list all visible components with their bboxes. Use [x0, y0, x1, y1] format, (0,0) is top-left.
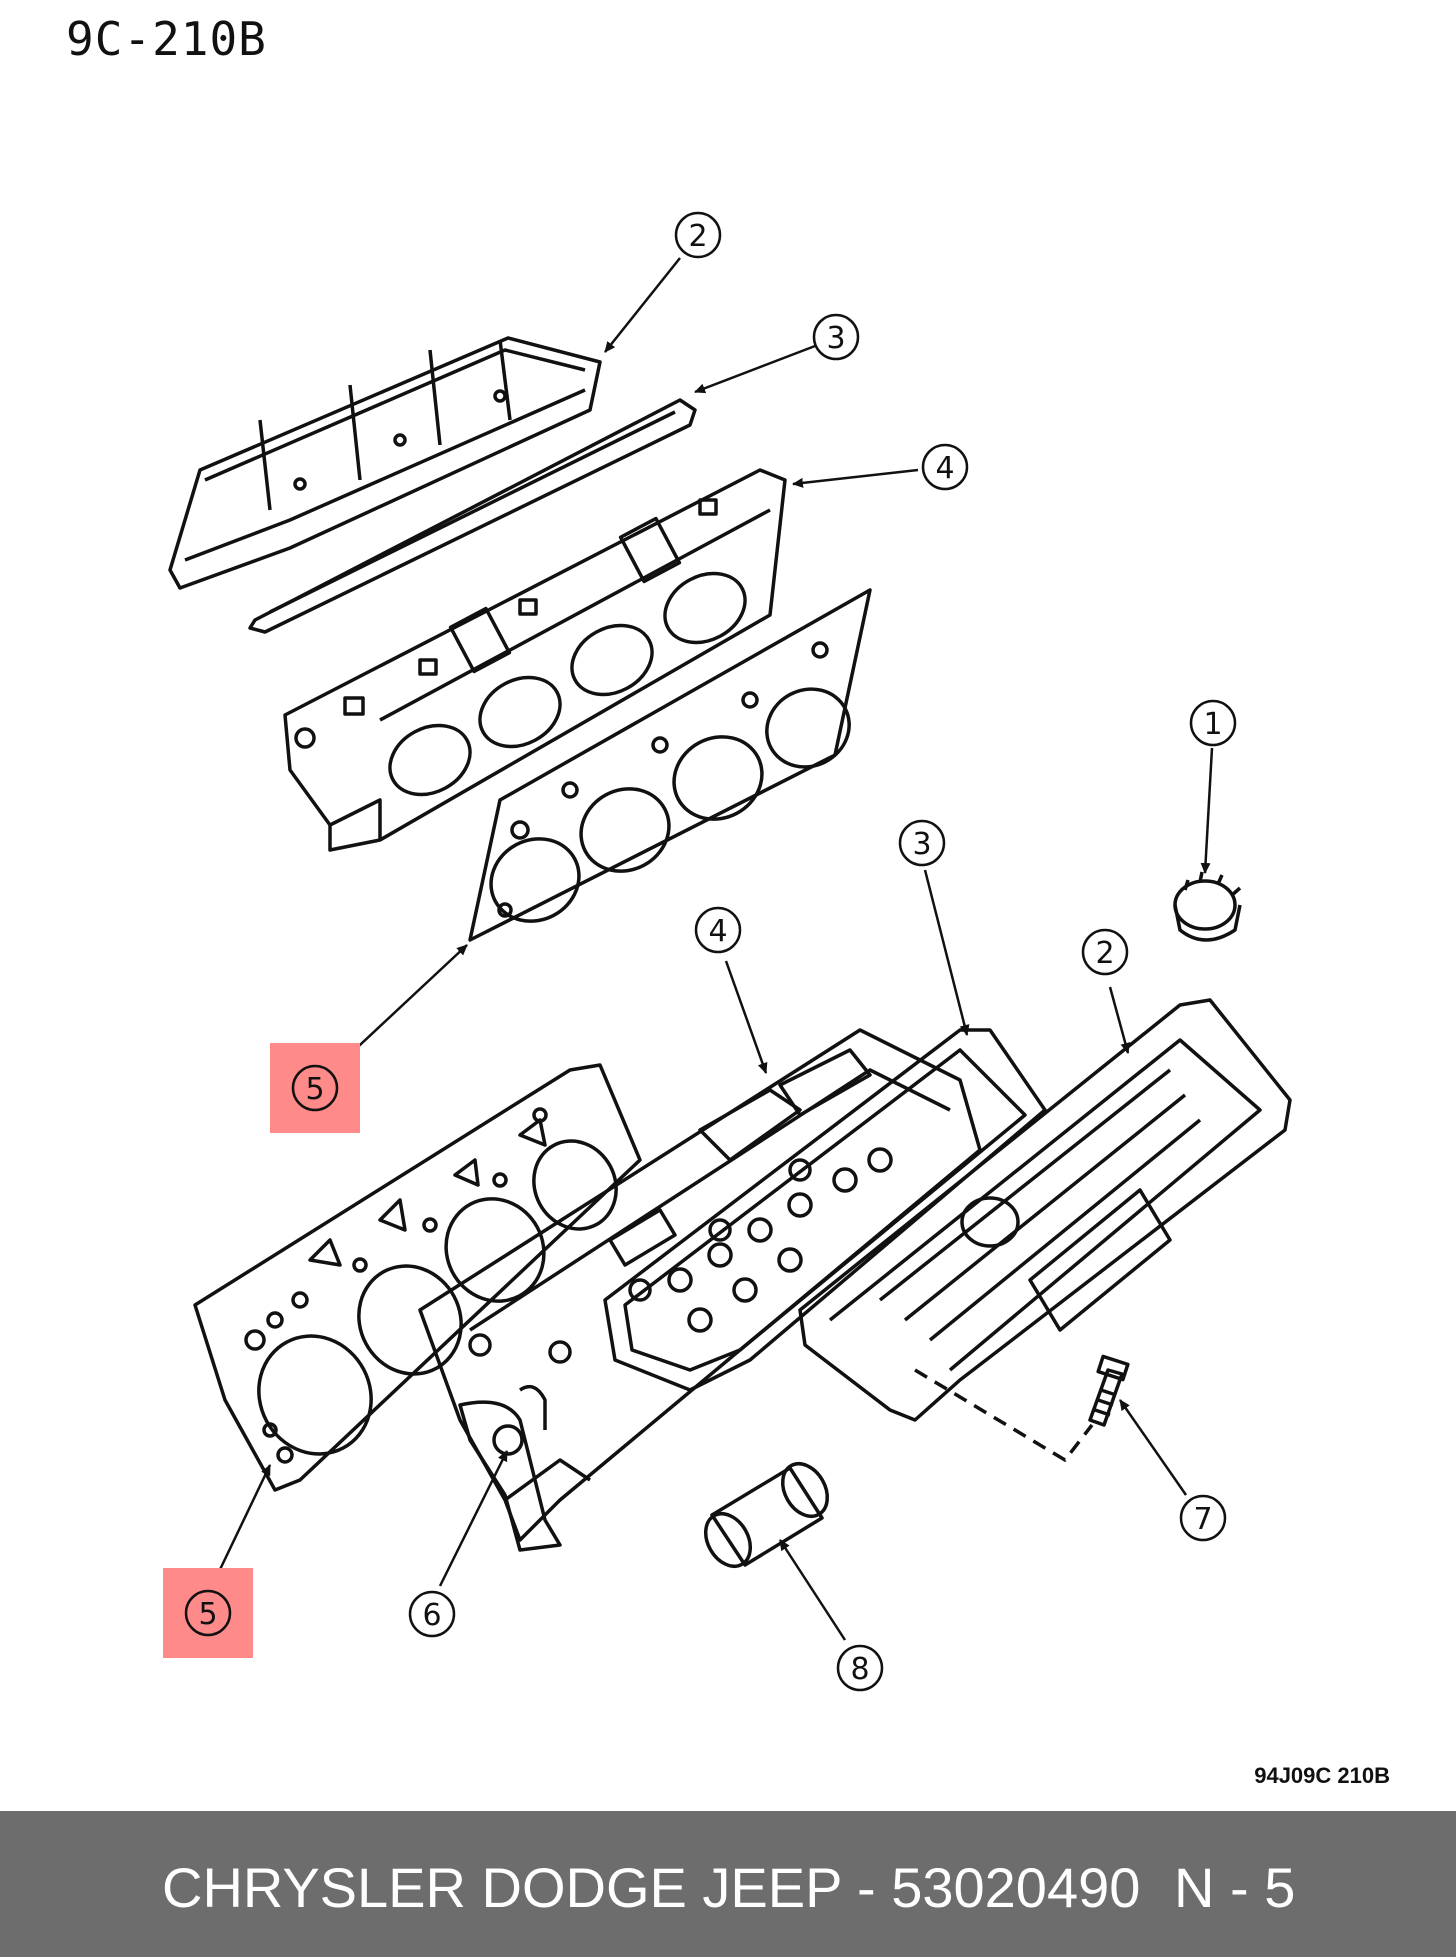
callout-3-bottom: 3 — [898, 819, 946, 867]
head-gasket-upper — [468, 588, 872, 942]
callout-circle — [812, 313, 860, 361]
callout-4-top: 4 — [921, 443, 969, 491]
head-gasket-lower — [193, 1063, 642, 1492]
callout-6: 6 — [408, 1590, 456, 1638]
cylinder-head-upper — [283, 468, 787, 852]
callout-circle — [1081, 928, 1129, 976]
callout-5-upper: 5 — [270, 1043, 360, 1133]
callout-circle — [1179, 1494, 1227, 1542]
diagram-code: 9C-210B — [66, 12, 267, 66]
valve-cover-upper — [168, 336, 602, 590]
callout-circle — [291, 1064, 339, 1112]
exploded-parts-diagram: 1 2 3 4 5 4 3 2 5 6 7 8 — [163, 211, 1292, 1692]
bracket — [458, 1400, 562, 1552]
callout-number: 4 — [708, 914, 727, 949]
callout-layer: 1 2 3 4 5 4 3 2 5 6 7 8 — [163, 211, 1237, 1692]
callout-7: 7 — [1179, 1494, 1227, 1542]
callout-number: 2 — [688, 219, 707, 254]
callout-2-bottom: 2 — [1081, 928, 1129, 976]
valve-cover-gasket-upper — [248, 398, 697, 634]
callout-highlight-box — [270, 1043, 360, 1133]
bolt — [1088, 1354, 1130, 1427]
callout-2-top: 2 — [674, 211, 722, 259]
footer-position: N - 5 — [1174, 1856, 1296, 1919]
bolt-dashed-guide — [914, 1368, 1094, 1462]
callout-circle — [184, 1589, 232, 1637]
spark-plug-tube — [703, 1462, 830, 1568]
callout-number: 5 — [198, 1597, 217, 1632]
cylinder-head-lower — [418, 1028, 982, 1542]
oil-filler-cap — [1173, 871, 1242, 942]
valve-cover-lower — [798, 998, 1292, 1422]
valve-cover-gasket-lower — [603, 1028, 1047, 1392]
callout-circle — [921, 443, 969, 491]
callout-number: 2 — [1095, 936, 1114, 971]
footer-brand-part-number: CHRYSLER DODGE JEEP - 53020490 — [162, 1856, 1141, 1919]
callout-highlight-box — [163, 1568, 253, 1658]
callout-number: 3 — [912, 827, 931, 862]
footer-bar: CHRYSLER DODGE JEEP - 53020490 N - 5 — [0, 1811, 1456, 1957]
leader-arrows — [213, 257, 1214, 1641]
callout-circle — [1189, 699, 1237, 747]
callout-circle — [694, 906, 742, 954]
callout-number: 6 — [422, 1598, 441, 1633]
callout-number: 1 — [1203, 707, 1222, 742]
callout-circle — [898, 819, 946, 867]
callout-number: 4 — [935, 451, 954, 486]
callout-number: 7 — [1193, 1502, 1212, 1537]
callout-5-lower: 5 — [163, 1568, 253, 1658]
callout-number: 8 — [850, 1652, 869, 1687]
callout-3-top: 3 — [812, 313, 860, 361]
callout-circle — [674, 211, 722, 259]
callout-1-right: 1 — [1189, 699, 1237, 747]
figure-code: 94J09C 210B — [1254, 1763, 1390, 1788]
callout-circle — [408, 1590, 456, 1638]
callout-8: 8 — [836, 1644, 884, 1692]
callout-circle — [836, 1644, 884, 1692]
callout-number: 3 — [826, 321, 845, 356]
callout-4-bottom: 4 — [694, 906, 742, 954]
callout-number: 5 — [305, 1072, 324, 1107]
